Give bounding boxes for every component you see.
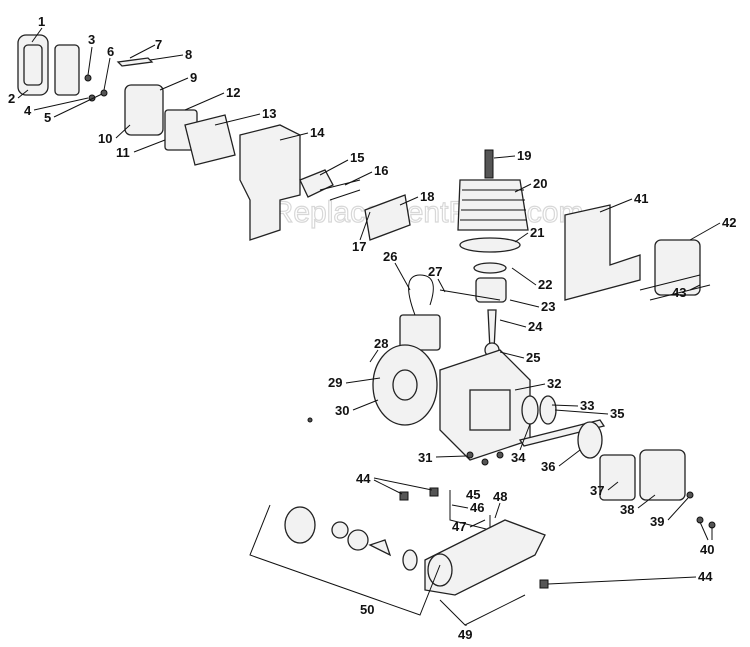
part-intake xyxy=(299,169,334,198)
callout-label: 1 xyxy=(38,14,45,29)
callout-label: 38 xyxy=(620,502,634,517)
callout-label: 40 xyxy=(700,542,714,557)
callout-label: 37 xyxy=(590,483,604,498)
callout-label: 12 xyxy=(226,85,240,100)
callout-label: 6 xyxy=(107,44,114,59)
callout-label: 39 xyxy=(650,514,664,529)
part-piston-ring xyxy=(473,262,507,274)
callout-label: 28 xyxy=(374,336,388,351)
part-air-filter xyxy=(54,44,80,96)
callout-label: 44 xyxy=(356,471,371,486)
part-crankcase-cover xyxy=(639,449,686,501)
callout-label: 34 xyxy=(511,450,526,465)
callout-label: 7 xyxy=(155,37,162,52)
callout-label: 29 xyxy=(328,375,342,390)
bracket-49 xyxy=(439,594,526,626)
callout-label: 48 xyxy=(493,489,507,504)
part-gasket-18 xyxy=(364,194,411,241)
callout-label: 4 xyxy=(24,103,32,118)
part-air-box xyxy=(239,124,301,241)
callout-labels: 1 2 3 4 5 6 7 8 9 10 11 12 13 14 15 16 1… xyxy=(8,14,736,642)
callout-label: 25 xyxy=(526,350,540,365)
part-muffler xyxy=(654,239,701,296)
part-carburetor-gasket xyxy=(124,84,164,136)
part-spark-plug xyxy=(484,149,494,179)
callout-label: 32 xyxy=(547,376,561,391)
callout-label: 45 xyxy=(466,487,480,502)
callout-label: 10 xyxy=(98,131,112,146)
callout-label: 18 xyxy=(420,189,434,204)
callout-label: 42 xyxy=(722,215,736,230)
callout-label: 49 xyxy=(458,627,472,642)
part-muffler-bracket xyxy=(564,204,641,301)
part-starter-housing xyxy=(424,519,546,596)
callout-label: 35 xyxy=(610,406,624,421)
part-piston xyxy=(475,277,507,303)
callout-label: 33 xyxy=(580,398,594,413)
callout-label: 9 xyxy=(190,70,197,85)
part-cylinder-gasket xyxy=(459,237,521,253)
callout-label: 23 xyxy=(541,299,555,314)
callout-label: 36 xyxy=(541,459,555,474)
callout-label: 21 xyxy=(530,225,544,240)
part-cylinder xyxy=(457,179,529,231)
callout-label: 41 xyxy=(634,191,648,206)
callout-label: 22 xyxy=(538,277,552,292)
callout-label: 15 xyxy=(350,150,364,165)
watermark: eReplacementParts.com xyxy=(255,196,583,229)
callout-label: 44 xyxy=(698,569,713,584)
callout-label: 24 xyxy=(528,319,543,334)
callout-label: 11 xyxy=(116,145,130,160)
callout-label: 27 xyxy=(428,264,442,279)
callout-label: 26 xyxy=(383,249,397,264)
callout-label: 46 xyxy=(470,500,484,515)
callout-label: 2 xyxy=(8,91,15,106)
callout-label: 17 xyxy=(352,239,366,254)
callout-label: 16 xyxy=(374,163,388,178)
callout-label: 31 xyxy=(418,450,432,465)
callout-label: 13 xyxy=(262,106,276,121)
part-bearing xyxy=(521,395,539,425)
callout-label: 5 xyxy=(44,110,51,125)
callout-label: 47 xyxy=(452,519,466,534)
part-heat-shield xyxy=(184,114,236,166)
callout-label: 19 xyxy=(517,148,531,163)
callout-label: 8 xyxy=(185,47,192,62)
parts-drawings xyxy=(17,34,716,626)
callout-label: 43 xyxy=(672,285,686,300)
callout-label: 3 xyxy=(88,32,95,47)
callout-label: 14 xyxy=(310,125,325,140)
callout-label: 50 xyxy=(360,602,374,617)
bracket-50 xyxy=(249,504,441,616)
part-starter-pulley xyxy=(284,506,316,544)
callout-label: 30 xyxy=(335,403,349,418)
callout-label: 20 xyxy=(533,176,547,191)
